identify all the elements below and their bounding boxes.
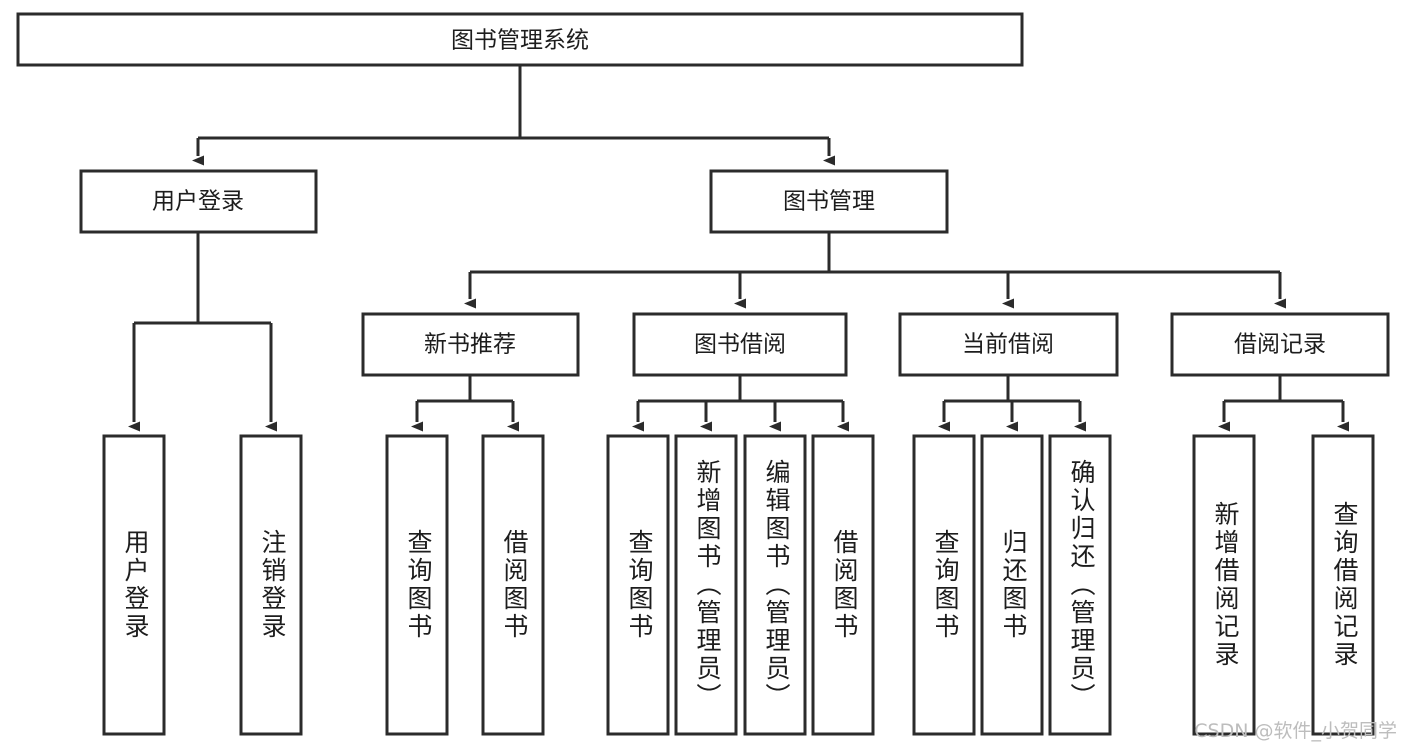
leaf-borrow-record-1[interactable]: 查询借阅记录 (1311, 434, 1375, 736)
leaf-book-borrow-0-label: 查询图书 (625, 529, 654, 641)
leaf-borrow-record-0-label: 新增借阅记录 (1211, 501, 1240, 669)
leaf-book-borrow-2[interactable]: 编辑图书（管理员） (743, 434, 807, 736)
node-current-borrow[interactable]: 当前借阅 (898, 312, 1119, 377)
leaf-user-login-1[interactable]: 注销登录 (239, 434, 303, 736)
leaf-new-book-recommend-0[interactable]: 查询图书 (385, 434, 449, 736)
edges-root-to-level2 (192, 65, 835, 166)
leaf-current-borrow-1-label: 归还图书 (999, 529, 1028, 641)
edges-book-manage-to-level3 (464, 232, 1286, 309)
node-book-management[interactable]: 图书管理 (709, 169, 949, 234)
node-book-borrow[interactable]: 图书借阅 (632, 312, 848, 377)
leaf-borrow-record-0[interactable]: 新增借阅记录 (1192, 434, 1256, 736)
leaf-new-book-recommend-0-label: 查询图书 (404, 529, 433, 641)
edges-book-borrow-to-leaves (632, 375, 849, 432)
edges-borrow-record-to-leaves (1218, 375, 1349, 432)
leaf-book-borrow-3-label: 借阅图书 (830, 529, 859, 641)
leaf-book-borrow-2-label: 编辑图书（管理员） (762, 459, 791, 711)
node-borrow-record[interactable]: 借阅记录 (1170, 312, 1390, 377)
leaf-book-borrow-1-label: 新增图书（管理员） (693, 459, 722, 711)
edges-new-book-to-leaves (411, 375, 519, 432)
leaf-user-login-0-label: 用户登录 (121, 529, 150, 641)
node-current-borrow-label: 当前借阅 (962, 332, 1054, 358)
leaf-current-borrow-0-label: 查询图书 (931, 529, 960, 641)
leaf-user-login-1-label: 注销登录 (258, 529, 287, 641)
node-book-borrow-label: 图书借阅 (694, 332, 786, 358)
node-book-management-label: 图书管理 (783, 189, 875, 215)
leaf-current-borrow-2[interactable]: 确认归还（管理员） (1048, 434, 1112, 736)
edges-user-login-to-leaves (128, 232, 277, 432)
node-new-book-recommend[interactable]: 新书推荐 (361, 312, 580, 377)
node-user-login-label: 用户登录 (152, 189, 244, 215)
node-root-book-management-system[interactable]: 图书管理系统 (16, 12, 1024, 67)
leaf-current-borrow-2-label: 确认归还（管理员） (1067, 459, 1096, 711)
leaf-book-borrow-3[interactable]: 借阅图书 (811, 434, 875, 736)
leaf-new-book-recommend-1-label: 借阅图书 (500, 529, 529, 641)
leaf-book-borrow-1[interactable]: 新增图书（管理员） (674, 434, 738, 736)
leaf-borrow-record-1-label: 查询借阅记录 (1330, 501, 1359, 669)
node-root-label: 图书管理系统 (451, 28, 589, 54)
leaf-new-book-recommend-1[interactable]: 借阅图书 (481, 434, 545, 736)
node-borrow-record-label: 借阅记录 (1234, 332, 1326, 358)
leaf-current-borrow-0[interactable]: 查询图书 (912, 434, 976, 736)
node-new-book-recommend-label: 新书推荐 (424, 332, 516, 358)
edges-current-borrow-to-leaves (938, 375, 1086, 432)
leaf-book-borrow-0[interactable]: 查询图书 (606, 434, 670, 736)
leaf-user-login-0[interactable]: 用户登录 (102, 434, 166, 736)
node-user-login[interactable]: 用户登录 (79, 169, 318, 234)
leaf-current-borrow-1[interactable]: 归还图书 (980, 434, 1044, 736)
